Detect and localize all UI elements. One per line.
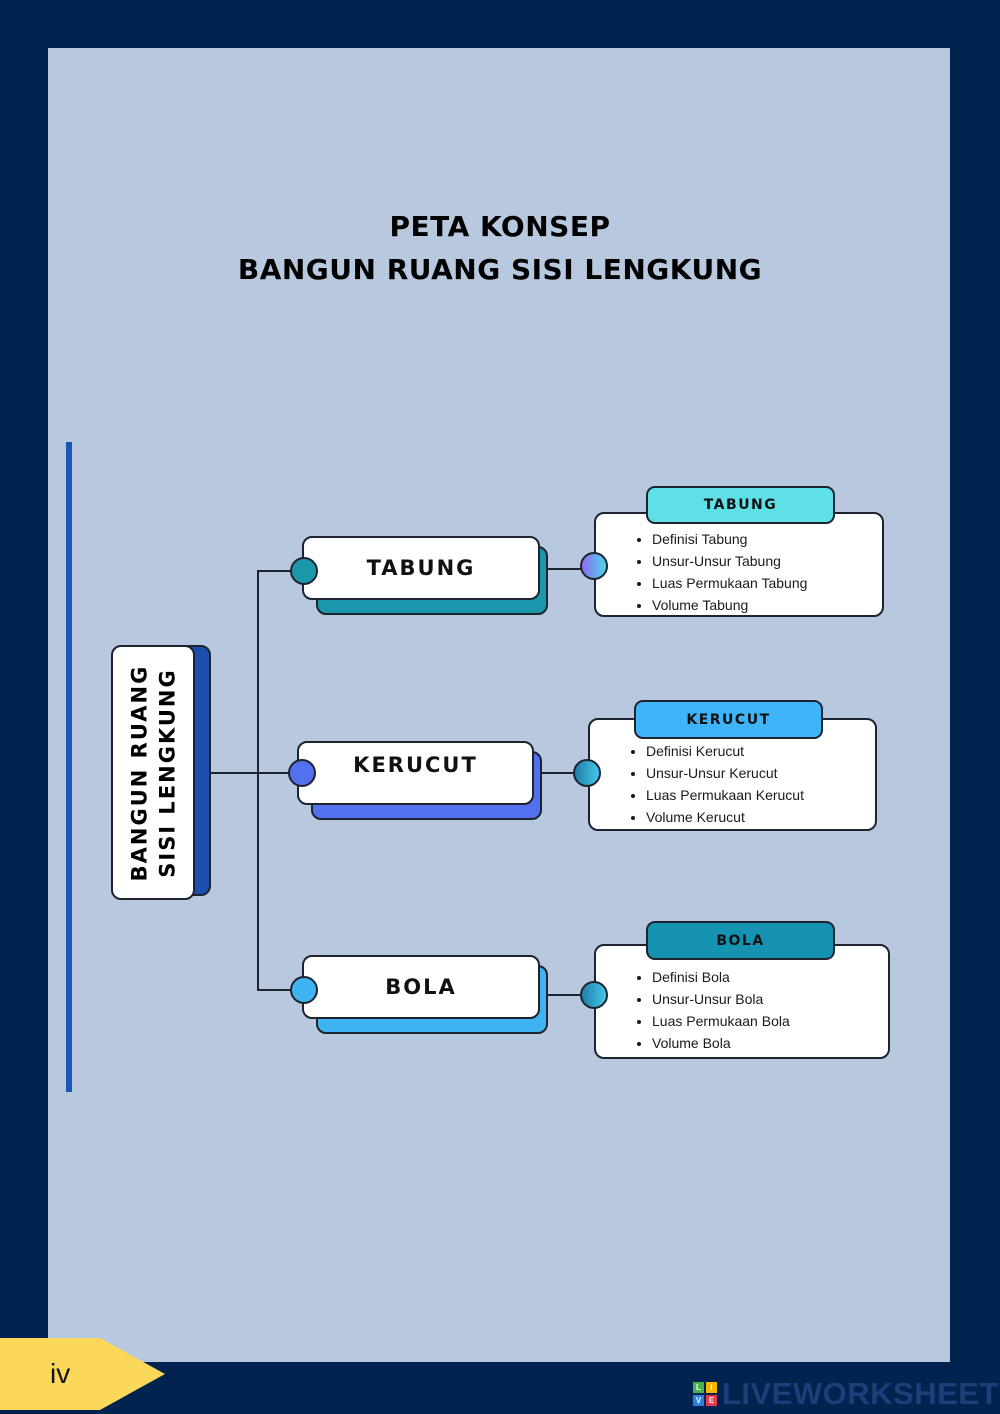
detail-bola: Definisi BolaUnsur-Unsur BolaLuas Permuk… xyxy=(594,944,890,1059)
logo-text: LIVEWORKSHEETS xyxy=(722,1376,1000,1411)
logo-tile: I xyxy=(706,1382,717,1393)
list-item: Volume Tabung xyxy=(652,594,882,616)
logo-tile: E xyxy=(706,1395,717,1406)
header-kerucut: KERUCUT xyxy=(634,700,823,739)
list-item: Volume Kerucut xyxy=(646,806,875,828)
node-dot xyxy=(290,976,318,1004)
list-item: Unsur-Unsur Kerucut xyxy=(646,762,875,784)
connector-bola xyxy=(257,989,297,991)
liveworksheets-logo: L I V E LIVEWORKSHEETS xyxy=(692,1376,1000,1412)
list-item: Volume Bola xyxy=(652,1032,888,1054)
root-node xyxy=(111,645,195,900)
logo-icon: L I V E xyxy=(692,1381,718,1407)
list-item: Luas Permukaan Kerucut xyxy=(646,784,875,806)
node-dot xyxy=(288,759,316,787)
logo-tile: V xyxy=(693,1395,704,1406)
list-item: Luas Permukaan Tabung xyxy=(652,572,882,594)
detail-dot xyxy=(573,759,601,787)
connector-root xyxy=(211,772,301,774)
list-item: Unsur-Unsur Tabung xyxy=(652,550,882,572)
detail-dot xyxy=(580,552,608,580)
header-bola: BOLA xyxy=(646,921,835,960)
node-kerucut: KERUCUT xyxy=(297,741,534,805)
logo-tile: L xyxy=(693,1382,704,1393)
list-item: Definisi Bola xyxy=(652,966,888,988)
page-number: iv xyxy=(50,1358,71,1389)
node-dot xyxy=(290,557,318,585)
node-bola: BOLA xyxy=(302,955,540,1019)
connector-detail xyxy=(548,568,582,570)
detail-tabung: Definisi TabungUnsur-Unsur TabungLuas Pe… xyxy=(594,512,884,617)
title-line-1: PETA KONSEP xyxy=(389,210,611,243)
list-item: Luas Permukaan Bola xyxy=(652,1010,888,1032)
connector-detail xyxy=(548,994,582,996)
connector-detail xyxy=(542,772,576,774)
connector-vertical xyxy=(257,570,259,991)
list-item: Definisi Kerucut xyxy=(646,740,875,762)
header-tabung: TABUNG xyxy=(646,486,835,524)
list-item: Definisi Tabung xyxy=(652,528,882,550)
detail-dot xyxy=(580,981,608,1009)
node-tabung: TABUNG xyxy=(302,536,540,600)
title-line-2: BANGUN RUANG SISI LENGKUNG xyxy=(237,253,763,286)
list-item: Unsur-Unsur Bola xyxy=(652,988,888,1010)
connector-tabung xyxy=(257,570,297,572)
accent-bar xyxy=(66,442,72,1092)
